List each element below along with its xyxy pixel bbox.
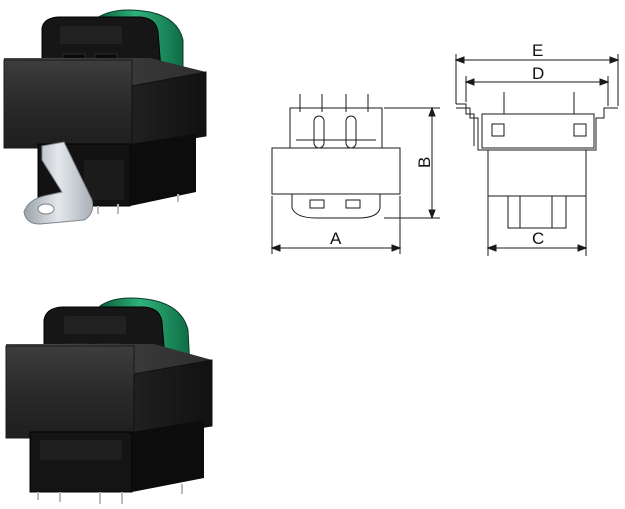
drawing-front-view xyxy=(270,94,440,254)
dimension-label-e: E xyxy=(532,41,543,60)
dimension-label-c: C xyxy=(532,229,544,248)
core-side-face xyxy=(131,71,207,149)
dimension-label-d: D xyxy=(532,64,544,83)
lower-bobbin-window xyxy=(84,160,124,200)
core-side-face xyxy=(133,359,213,439)
bracket-hole-icon xyxy=(37,203,55,215)
drawing-side-view xyxy=(454,54,620,256)
core-front-face xyxy=(3,59,133,149)
lower-bobbin-side xyxy=(132,420,204,492)
mounting-bracket xyxy=(23,141,94,225)
bobbin-label xyxy=(64,316,126,334)
photo-transformer-pcb xyxy=(5,297,213,504)
core-front-face xyxy=(5,345,135,439)
photo-transformer-bracket xyxy=(3,9,207,225)
dimension-label-a: A xyxy=(330,229,342,248)
bobbin-label xyxy=(60,26,122,44)
lower-bobbin-window xyxy=(40,440,122,460)
dimension-label-b: B xyxy=(415,157,434,168)
lower-bobbin-side xyxy=(130,134,196,206)
